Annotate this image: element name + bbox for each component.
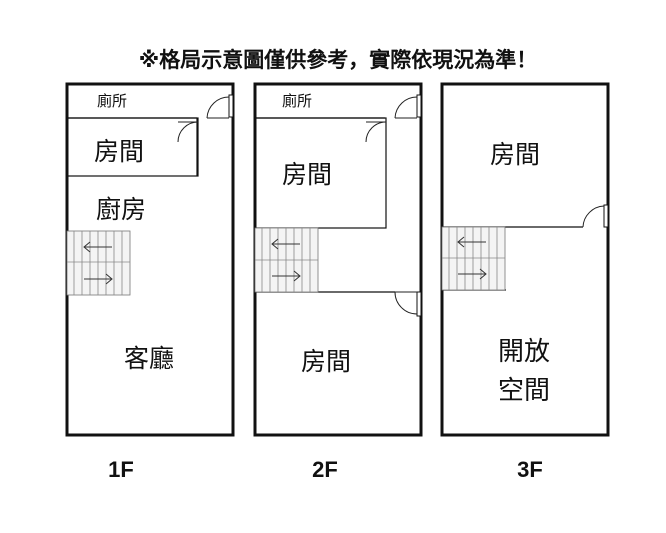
floor-3f-open-space-label-line1: 開放 [498, 337, 550, 367]
floor-2f-label: 2F [312, 457, 338, 482]
floor-2f-upper-bedroom-outline [254, 117, 387, 229]
floor-2f-lower-bedroom-door [394, 291, 422, 317]
floor-2f-toilet-door [394, 94, 422, 119]
floor-3f-staircase [441, 226, 506, 291]
floor-3f-open-space-label-line2: 空間 [498, 376, 550, 406]
floor-3f: 房間 開放 空間 [440, 82, 610, 437]
floor-3f-label: 3F [517, 457, 543, 482]
floor-1f-toilet-label: 廁所 [97, 92, 127, 110]
disclaimer-notice: ※格局示意圖僅供參考，實際依現況為準！ [139, 48, 537, 72]
floor-1f-bedroom-door [177, 121, 199, 143]
floor-3f-bedroom-door [582, 204, 609, 228]
floor-2f-upper-bedroom-label: 房間 [282, 160, 332, 189]
floor-1f-bedroom-outline [66, 117, 199, 177]
floor-1f-kitchen-label: 廚房 [96, 195, 146, 224]
floor-1f-toilet-door [206, 94, 234, 119]
floor-2f-staircase [254, 227, 319, 293]
floor-1f-staircase [66, 230, 131, 296]
floor-1f: 廁所 房間 廚房 客廳 [65, 82, 235, 437]
floor-1f-bedroom-label: 房間 [94, 137, 144, 166]
floor-3f-bedroom-label: 房間 [490, 140, 540, 169]
floor-1f-label: 1F [108, 457, 134, 482]
floor-2f: 廁所 房間 房間 [253, 82, 423, 437]
floor-2f-lower-bedroom-label: 房間 [301, 347, 351, 376]
floor-1f-living-room-label: 客廳 [124, 344, 174, 373]
floor-2f-toilet-label: 廁所 [282, 92, 312, 110]
floor-2f-upper-bedroom-door [365, 121, 387, 143]
